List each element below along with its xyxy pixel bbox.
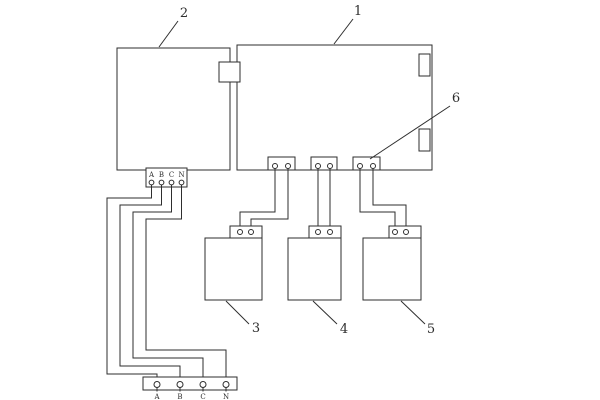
wire xyxy=(145,185,227,382)
output-terminal-1 xyxy=(267,156,296,171)
upper-terminal-block-body xyxy=(145,167,188,188)
wire xyxy=(250,168,289,230)
main-unit-slot-bottom xyxy=(418,128,431,152)
terminal-node xyxy=(158,179,165,186)
device-5 xyxy=(362,225,422,301)
lower-terminal-block: A B C N xyxy=(142,376,238,400)
device-3-terminal-tab xyxy=(229,225,263,239)
leader-line-6 xyxy=(369,105,451,160)
terminal-node xyxy=(222,381,230,388)
output-terminal-3-body xyxy=(352,156,381,171)
upper-terminal-letter-a: A xyxy=(148,171,155,179)
ref-label-3: 3 xyxy=(252,321,260,336)
upper-terminal-letter-c: C xyxy=(169,171,174,179)
terminal-node xyxy=(315,163,321,169)
main-unit-box xyxy=(236,44,433,171)
ref-label-4: 4 xyxy=(340,322,348,337)
terminal-node xyxy=(199,381,207,388)
output-terminal-2-body xyxy=(310,156,338,171)
lower-terminal-letter-a: A xyxy=(153,393,160,400)
main-unit-slot-top xyxy=(418,53,431,77)
terminal-node xyxy=(176,381,184,388)
terminal-node xyxy=(357,163,363,169)
leader-line-1 xyxy=(333,18,354,45)
terminal-node xyxy=(315,229,321,235)
ref-label-1: 1 xyxy=(354,4,362,19)
terminal-node xyxy=(168,179,175,186)
terminal-node xyxy=(327,229,333,235)
leader-line-2 xyxy=(158,20,179,48)
leader-line-4 xyxy=(312,300,338,325)
terminal-node xyxy=(248,229,254,235)
terminal-node xyxy=(285,163,291,169)
terminal-node xyxy=(370,163,376,169)
wire xyxy=(119,185,181,382)
ref-label-6: 6 xyxy=(452,91,460,106)
unit-connector xyxy=(218,61,241,83)
lower-terminal-block-body xyxy=(142,376,238,391)
device-4-box xyxy=(287,237,342,301)
device-3 xyxy=(204,225,263,301)
device-3-box xyxy=(204,237,263,301)
left-unit-box xyxy=(116,47,231,171)
upper-terminal-letter-b: B xyxy=(159,171,164,179)
lower-terminal-letter-c: C xyxy=(200,393,205,400)
upper-terminal-letter-n: N xyxy=(178,171,184,179)
output-terminal-2 xyxy=(310,156,338,171)
wire xyxy=(372,168,407,230)
wire xyxy=(106,185,158,382)
leader-line-5 xyxy=(400,300,426,325)
device-4-terminal-tab xyxy=(308,225,342,239)
terminal-node xyxy=(237,229,243,235)
device-4 xyxy=(287,225,342,301)
wire xyxy=(359,168,396,230)
leader-line-3 xyxy=(225,300,250,325)
terminal-node xyxy=(403,229,409,235)
terminal-node xyxy=(392,229,398,235)
output-terminal-3 xyxy=(352,156,381,171)
wire xyxy=(132,185,204,382)
lower-terminal-letter-b: B xyxy=(177,393,182,400)
terminal-node xyxy=(148,179,155,186)
ref-label-5: 5 xyxy=(427,322,435,337)
upper-terminal-block: A B C N xyxy=(145,167,188,188)
ref-label-2: 2 xyxy=(180,6,188,21)
terminal-node xyxy=(178,179,185,186)
output-terminal-1-body xyxy=(267,156,296,171)
device-5-box xyxy=(362,237,422,301)
terminal-node xyxy=(153,381,161,388)
terminal-node xyxy=(327,163,333,169)
wire xyxy=(239,168,276,230)
terminal-node xyxy=(272,163,278,169)
lower-terminal-letter-n: N xyxy=(223,393,229,400)
